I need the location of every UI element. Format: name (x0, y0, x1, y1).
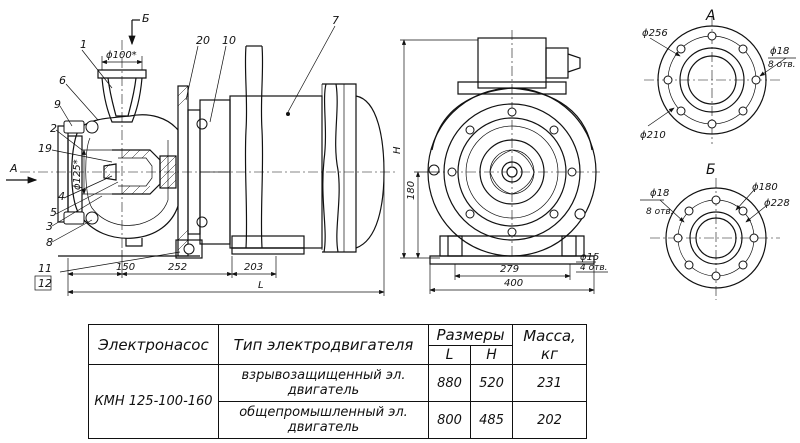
dim-b-holes-count: 8 отв. (646, 207, 674, 217)
callout-8: 8 (46, 236, 53, 249)
section-arrow-a: А (9, 162, 18, 175)
dim-foot-hole: ϕ15 (580, 252, 599, 263)
header-L: L (428, 345, 471, 365)
callout-1: 1 (80, 38, 87, 51)
callout-11: 11 (38, 262, 52, 275)
callout-12: 12 (38, 277, 52, 290)
dim-279: 279 (500, 264, 519, 275)
callout-5: 5 (50, 206, 57, 219)
table-row: общепромышленный эл. двигатель 800 485 2… (89, 401, 587, 439)
section-arrow-b: Б (142, 12, 150, 25)
callout-2: 2 (50, 122, 57, 135)
H-cell: 520 (470, 364, 513, 402)
flange-bolt-lower (63, 211, 99, 225)
header-mass: Масса, кг (512, 324, 587, 365)
dim-outlet-dia: ϕ125* (72, 159, 83, 190)
L-cell: 880 (428, 364, 471, 402)
dim-252: 252 (168, 262, 187, 273)
motor-type-cell: взрывозащищенный эл. двигатель (218, 364, 429, 402)
flange-bolt-upper (63, 120, 99, 134)
mass-cell: 231 (512, 364, 587, 402)
dim-b-pcd: ϕ180 (752, 182, 778, 193)
H-cell: 485 (470, 401, 513, 439)
dim-inlet-dia: ϕ100* (106, 50, 137, 61)
dim-b-holes: ϕ18 (650, 188, 669, 199)
dim-203: 203 (244, 262, 263, 273)
dim-length: L (258, 280, 264, 291)
callout-3: 3 (46, 220, 53, 233)
motor-type-cell: общепромышленный эл. двигатель (218, 401, 429, 439)
callout-7: 7 (332, 14, 339, 27)
view-b-flange: Б ϕ18 8 отв. ϕ180 ϕ228 (640, 162, 790, 300)
side-view: 1 6 9 2 19 4 5 3 8 11 12 20 10 7 Б А ϕ10… (6, 12, 395, 296)
header-H: H (470, 345, 513, 365)
callout-19: 19 (38, 142, 52, 155)
dim-a-pcd: ϕ210 (640, 130, 666, 141)
view-a-label: А (705, 8, 716, 24)
callout-10: 10 (222, 34, 236, 47)
dim-height: H (392, 146, 403, 154)
header-motor-type: Тип электродвигателя (218, 324, 429, 365)
specification-table: Электронасос Тип электродвигателя Размер… (88, 324, 587, 439)
pump-model: КМН 125-100-160 (88, 364, 219, 439)
L-cell: 800 (428, 401, 471, 439)
callout-6: 6 (59, 74, 66, 87)
dim-180: 180 (406, 181, 417, 200)
dim-a-outer: ϕ256 (642, 28, 668, 39)
table-row: КМН 125-100-160 взрывозащищенный эл. дви… (88, 364, 587, 439)
mass-cell: 202 (512, 401, 587, 439)
dim-a-holes: ϕ18 (770, 46, 789, 57)
dim-150: 150 (116, 262, 135, 273)
dim-a-holes-count: 8 отв. (768, 60, 796, 70)
view-b-label: Б (706, 162, 716, 178)
callout-9: 9 (54, 98, 61, 111)
header-pump: Электронасос (88, 324, 219, 365)
callout-4: 4 (58, 190, 65, 203)
view-a-flange: А ϕ256 ϕ210 ϕ18 8 отв. (640, 8, 796, 144)
dim-b-outer: ϕ228 (764, 198, 790, 209)
dim-400: 400 (504, 278, 523, 289)
header-sizes: Размеры (428, 324, 513, 346)
front-view: H 180 279 400 ϕ15 4 отв. (392, 30, 608, 294)
dim-foot-holes-count: 4 отв. (580, 263, 608, 273)
callout-20: 20 (196, 34, 210, 47)
